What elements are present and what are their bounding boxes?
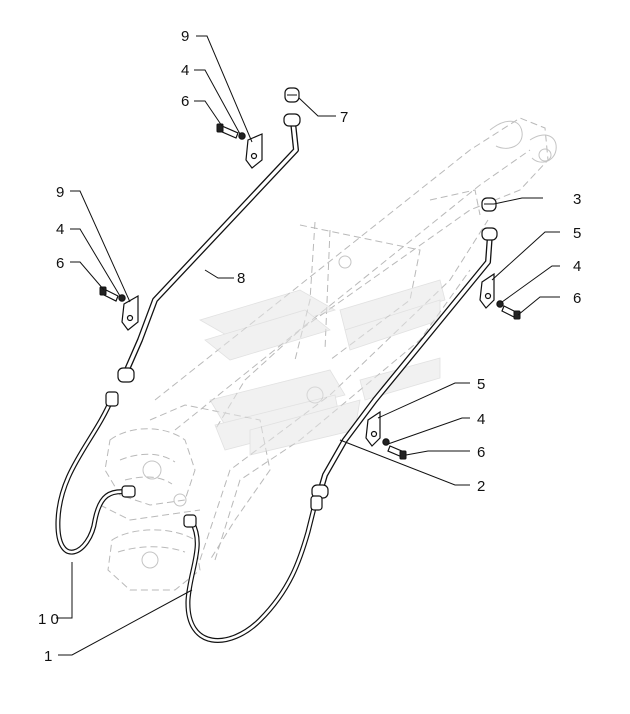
callout-3: 3	[573, 191, 581, 208]
callout-6-upper: 6	[181, 93, 189, 110]
callout-8: 8	[237, 270, 245, 287]
callout-6-left: 6	[56, 255, 64, 272]
callout-6-right-upper: 6	[573, 290, 581, 307]
callout-4-right-upper: 4	[573, 258, 581, 275]
plug-7	[284, 87, 300, 103]
pipe-8-end-fitting-top	[283, 113, 301, 127]
callout-4-upper: 4	[181, 62, 189, 79]
callout-6-right-lower: 6	[477, 444, 485, 461]
plug-3	[481, 197, 497, 212]
hose-1	[183, 495, 323, 643]
callout-7: 7	[340, 109, 348, 126]
callout-5-lower: 5	[477, 376, 485, 393]
hose-1-fitting-right	[310, 495, 323, 511]
clamp-set-left	[99, 286, 139, 331]
callout-10: 1 0	[38, 611, 59, 628]
callout-9-upper: 9	[181, 28, 189, 45]
hose-10-fitting-bottom	[121, 485, 136, 498]
callout-5-upper: 5	[573, 225, 581, 242]
callout-9-left: 9	[56, 184, 64, 201]
leader-lines	[56, 35, 560, 656]
clamp-set-upper	[216, 123, 263, 169]
watermark-logo	[198, 279, 446, 456]
callout-labels: 9 4 6 7 8 9 4 6 3 5 4 6 5 4 6 2 1 0 1	[38, 28, 581, 665]
clamp-set-right-lower	[365, 410, 407, 460]
pipe-8	[117, 113, 301, 383]
callout-4-left: 4	[56, 221, 64, 238]
hose-10-fitting-top	[105, 391, 119, 407]
hose-10	[55, 391, 136, 555]
callout-2: 2	[477, 478, 485, 495]
callout-1: 1	[44, 648, 52, 665]
pipe-8-end-fitting-bottom	[117, 367, 135, 383]
valve-block-ghost	[99, 428, 201, 591]
pipe-2-end-fitting-top	[481, 227, 498, 241]
pipe-2	[311, 227, 498, 499]
clamp-set-right-upper	[479, 272, 521, 320]
hose-1-fitting-left	[183, 514, 197, 528]
callout-4-right-lower: 4	[477, 411, 485, 428]
